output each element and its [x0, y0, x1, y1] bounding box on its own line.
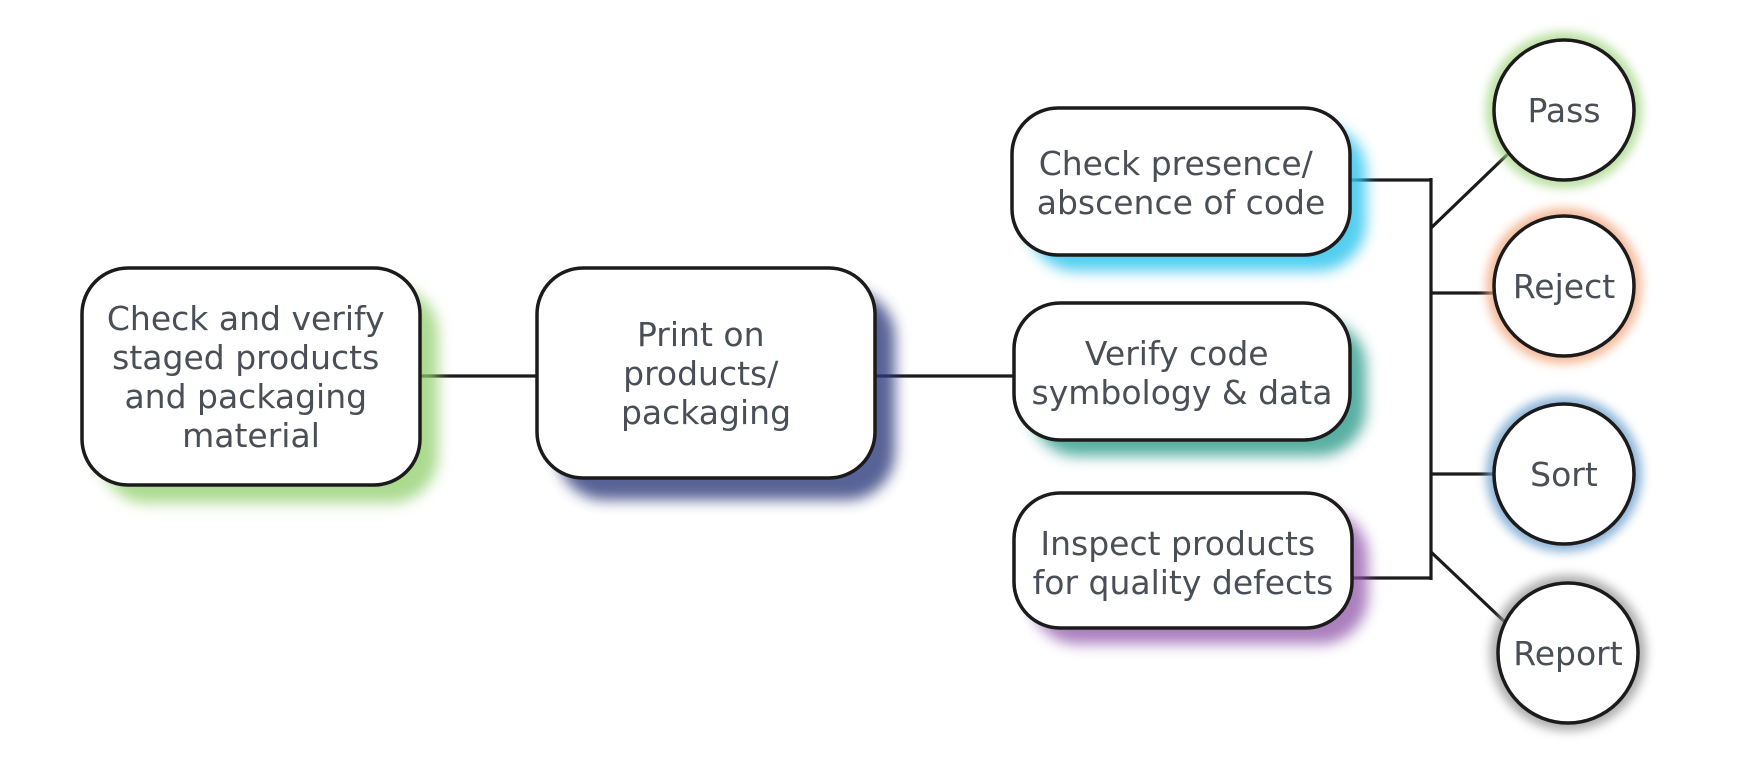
step-label-line: packaging — [621, 393, 791, 432]
box — [535, 266, 877, 480]
box — [1012, 301, 1352, 442]
outcome-circle-reject: Reject — [1486, 208, 1642, 364]
circle — [1492, 214, 1636, 358]
step-box-presence-check: Check presence/ abscence of code — [1010, 106, 1366, 271]
box — [1010, 106, 1352, 257]
step-label-line: Verify code — [1085, 334, 1269, 373]
connector-trunk-to-pass — [1429, 150, 1512, 230]
step-label-line: Print on — [637, 315, 765, 354]
outcome-label: Reject — [1513, 267, 1615, 306]
connector-trunk-to-report — [1429, 550, 1510, 627]
box — [1012, 491, 1354, 630]
svg-text:Print on products/: Print on products/ packaging — [621, 315, 791, 432]
step-label-line: material — [182, 416, 320, 455]
circle — [1496, 581, 1640, 725]
step-label-line: symbology & data — [1032, 373, 1333, 412]
step-label-line: Check and verify — [107, 299, 385, 338]
step-box-verify-code: Verify code symbology & data — [1012, 301, 1366, 456]
svg-text:Check presence/ abscence: Check presence/ abscence of code — [1037, 144, 1326, 222]
outcome-circle-pass: Pass — [1486, 32, 1642, 188]
step-label-line: for quality defects — [1033, 563, 1334, 602]
step-label-line: products/ — [623, 354, 779, 393]
outcome-label: Report — [1513, 634, 1622, 673]
step-label-line: and packaging — [124, 377, 367, 416]
step-box-stage-check: Check and verify staged products and pac… — [80, 266, 438, 503]
outcome-circle-report: Report — [1490, 575, 1646, 731]
svg-text:Check and verify staged: Check and verify staged products and pac… — [107, 299, 395, 455]
step-box-inspect-quality: Inspect products for quality defects — [1012, 491, 1368, 644]
outcome-label: Sort — [1530, 455, 1598, 494]
svg-text:Inspect products for qua: Inspect products for quality defects — [1033, 524, 1334, 602]
step-box-print: Print on products/ packaging — [535, 266, 895, 500]
outcome-label: Pass — [1527, 91, 1600, 130]
step-label-line: staged products — [112, 338, 379, 377]
outcome-circle-sort: Sort — [1486, 396, 1642, 552]
svg-text:Verify code symbology &: Verify code symbology & data — [1032, 334, 1333, 412]
step-label-line: Check presence/ — [1039, 144, 1314, 183]
step-label-line: abscence of code — [1037, 183, 1326, 222]
circle — [1492, 38, 1636, 182]
step-label-line: Inspect products — [1040, 524, 1315, 563]
box — [80, 266, 422, 487]
circle — [1492, 402, 1636, 546]
